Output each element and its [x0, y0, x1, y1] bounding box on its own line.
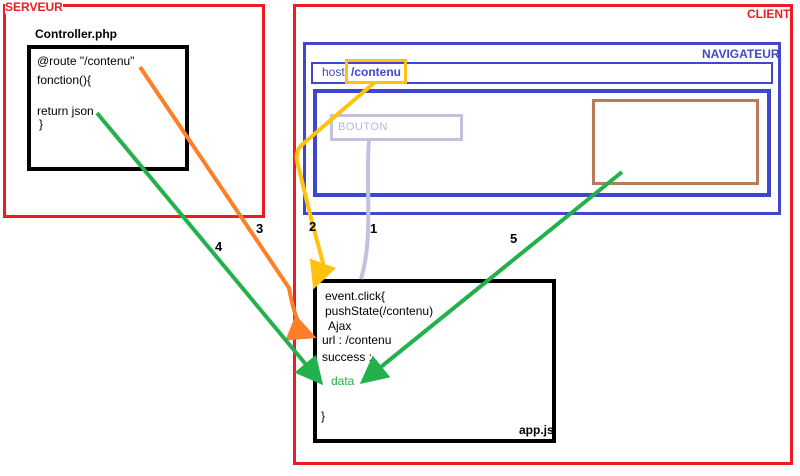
navigateur-label: NAVIGATEUR [702, 47, 780, 61]
url-path-highlight [345, 59, 407, 84]
controller-title: Controller.php [35, 27, 117, 41]
step-number-4: 4 [215, 239, 223, 254]
controller-code-line: @route "/contenu" [37, 54, 135, 68]
appjs-title: app.js [519, 423, 554, 437]
controller-code-line: } [39, 117, 44, 131]
client-label: CLIENT [747, 7, 791, 21]
appjs-data-label: data [331, 374, 355, 388]
appjs-code-line: event.click{ [325, 289, 386, 303]
address-bar[interactable] [311, 62, 773, 84]
appjs-code-line: success : [322, 350, 373, 364]
step-number-3: 3 [256, 221, 264, 236]
step-number-2: 2 [309, 219, 317, 234]
step-number-5: 5 [510, 231, 518, 246]
appjs-code-line: Ajax [328, 319, 352, 333]
step-number-1: 1 [370, 221, 378, 236]
appjs-closing-brace: } [321, 409, 326, 423]
content-zone [592, 99, 759, 185]
address-host-text: host [322, 65, 345, 79]
bouton-label: BOUTON [338, 121, 388, 133]
controller-code-line: return json [37, 104, 94, 118]
address-path-text: /contenu [351, 65, 401, 79]
appjs-code-line: url : /contenu [322, 333, 392, 347]
serveur-label: SERVEUR [5, 0, 63, 14]
appjs-code-line: pushState(/contenu) [325, 304, 434, 318]
controller-code-line: fonction(){ [37, 73, 92, 87]
